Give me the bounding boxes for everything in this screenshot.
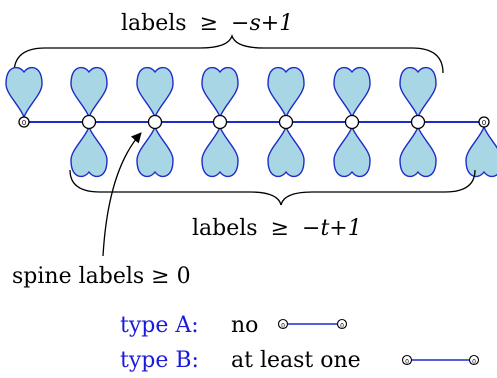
bottom-label-prefix: labels <box>192 216 258 241</box>
type-b-edge-icon: 0 0 <box>401 354 480 366</box>
bottom-label: labels ≥ −t+1 <box>192 216 362 241</box>
top-label-op: ≥ <box>200 11 218 36</box>
bottom-petal <box>465 124 497 178</box>
end-node-marker: 0 <box>22 119 26 127</box>
svg-text:0: 0 <box>405 359 409 366</box>
top-petal <box>70 66 108 120</box>
spine-arrow <box>102 132 142 257</box>
bottom-petal <box>136 124 174 178</box>
top-label-prefix: labels <box>121 11 187 36</box>
spine-node <box>147 114 163 130</box>
bottom-label-expr: −t+1 <box>302 216 362 241</box>
bottom-petal <box>399 124 437 178</box>
spine-node <box>278 114 294 130</box>
type-a-edge-icon: 0 0 <box>277 318 348 330</box>
top-label-expr: −s+1 <box>231 11 293 36</box>
end-node <box>478 116 490 128</box>
top-petal <box>5 66 43 120</box>
top-petal <box>267 66 305 120</box>
svg-text:0: 0 <box>340 323 344 330</box>
top-petal <box>333 66 371 120</box>
top-label: labels ≥ −s+1 <box>121 11 293 36</box>
top-brace <box>13 33 444 74</box>
type-b-desc: at least one <box>231 348 361 373</box>
bottom-petal <box>70 124 108 178</box>
type-a-name: type A: <box>120 313 199 338</box>
top-petal <box>136 66 174 120</box>
spine-node <box>344 114 360 130</box>
spine-node <box>212 114 228 130</box>
top-petal <box>399 66 437 120</box>
end-node <box>18 116 30 128</box>
bottom-petal <box>333 124 371 178</box>
spine-node <box>410 114 426 130</box>
bottom-label-op: ≥ <box>271 216 289 241</box>
type-b-name: type B: <box>120 348 199 373</box>
type-a-desc: no <box>231 313 258 338</box>
spine-label: spine labels ≥ 0 <box>12 264 191 289</box>
svg-text:0: 0 <box>472 359 476 366</box>
top-petal <box>201 66 239 120</box>
spine-node <box>81 114 97 130</box>
bottom-brace <box>69 169 476 206</box>
svg-text:0: 0 <box>281 323 285 330</box>
end-node-marker: 0 <box>482 119 486 127</box>
bottom-petal <box>267 124 305 178</box>
bottom-petal <box>201 124 239 178</box>
